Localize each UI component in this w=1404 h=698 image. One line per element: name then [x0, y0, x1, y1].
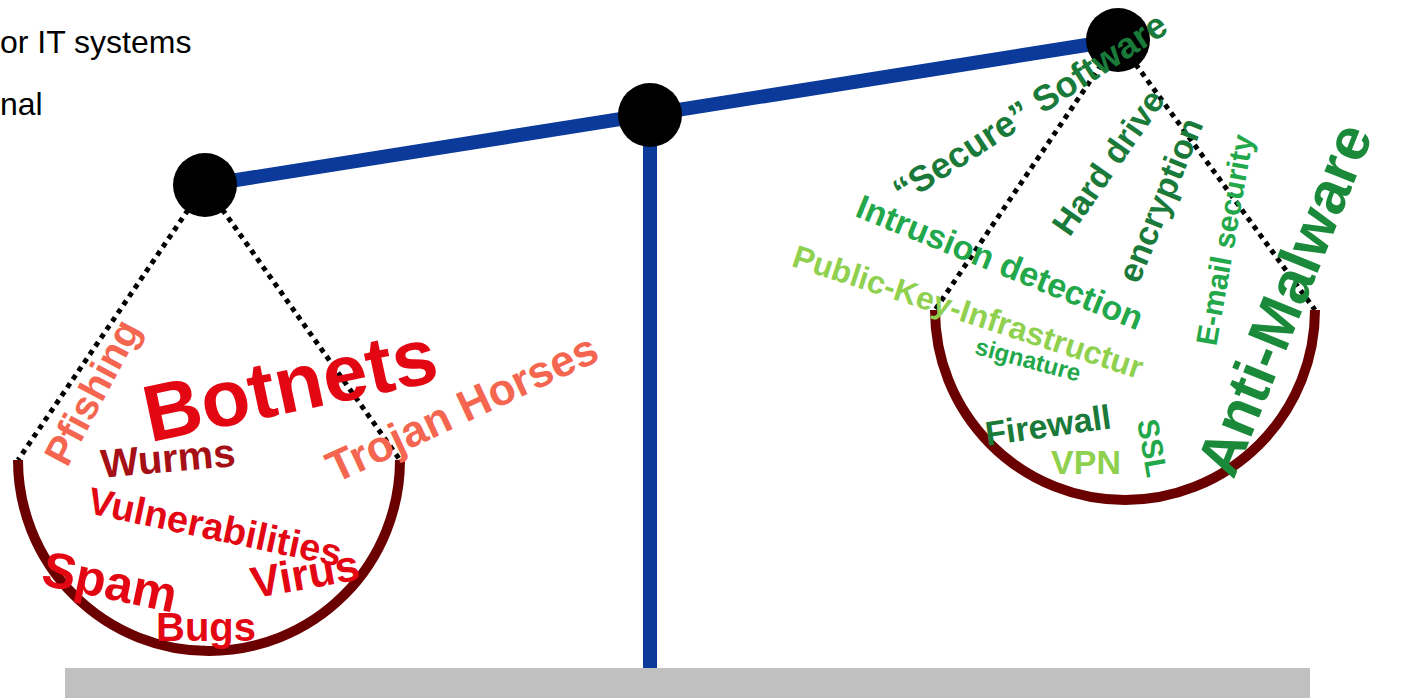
ground-bar [65, 668, 1310, 698]
pivot-dot [173, 153, 237, 217]
security-word: VPN [1051, 445, 1121, 479]
cut-off-text: nal [0, 88, 43, 120]
threat-word: Wurms [99, 432, 237, 484]
threat-word: Bugs [156, 607, 256, 647]
scale-beam [205, 40, 1118, 185]
security-word: SSL [1132, 417, 1172, 480]
pivot-dot [618, 83, 682, 147]
cut-off-text: or IT systems [0, 26, 191, 58]
scale-post [643, 115, 657, 668]
left-pan [18, 460, 400, 651]
security-word: Firewall [983, 399, 1113, 450]
